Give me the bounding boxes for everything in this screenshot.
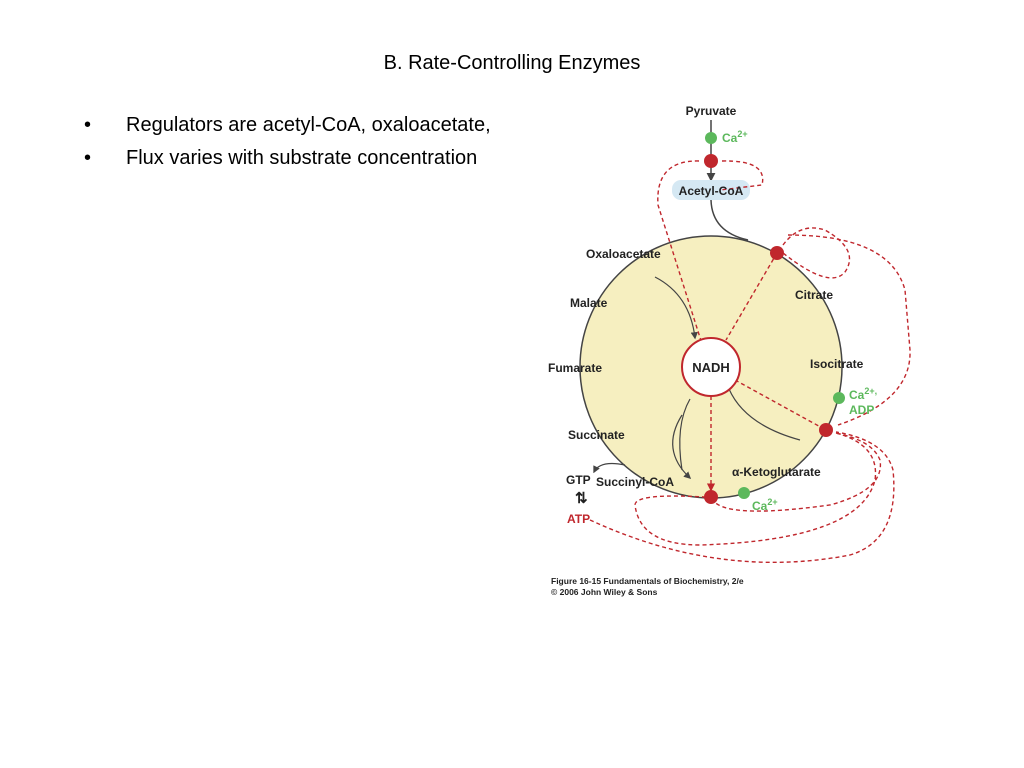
inhibition-path [634, 432, 877, 546]
pyruvate-label: Pyruvate [686, 104, 737, 118]
ca-right-sup: 2+, [864, 386, 877, 396]
inhibition-path [782, 227, 851, 279]
ca-right-base: Ca [849, 388, 865, 402]
inhibition-path [657, 160, 704, 348]
inhibition-marker [770, 246, 784, 260]
succinate-label: Succinate [568, 428, 625, 442]
figure-caption: Figure 16-15 Fundamentals of Biochemistr… [551, 576, 744, 586]
ca-bottom-base: Ca [752, 499, 768, 513]
inhibition-marker [704, 490, 718, 504]
bullet-text: Regulators are acetyl-CoA, oxaloacetate, [126, 114, 491, 136]
activation-marker [833, 392, 845, 404]
succinate-arrow [593, 462, 626, 474]
bullet-marker: • [84, 114, 92, 136]
inhibition-marker [704, 154, 718, 168]
nadh-arrow [654, 276, 698, 340]
bullet-item: • Regulators are acetyl-CoA, oxaloacetat… [84, 109, 491, 142]
activation-marker [705, 132, 717, 144]
inhibition-path [589, 431, 895, 564]
malate-label: Malate [570, 296, 608, 310]
acetyl-to-citrate-arrow [710, 199, 749, 241]
ca-top-sup: 2+ [737, 129, 747, 139]
bullet-list: • Regulators are acetyl-CoA, oxaloacetat… [84, 109, 491, 175]
inhibition-marker [819, 423, 833, 437]
succinyl-coa-label: Succinyl-CoA [596, 475, 674, 489]
adp-label: ADP [849, 403, 874, 417]
citrate-label: Citrate [795, 288, 833, 302]
inhibition-path [719, 160, 764, 191]
inhibition-path [725, 252, 778, 341]
gtp-label: GTP [566, 473, 591, 487]
inhibition-path [787, 234, 911, 426]
oxaloacetate-label: Oxaloacetate [586, 247, 661, 261]
nadh-label: NADH [692, 360, 730, 375]
ca-bottom-label: Ca2+ [752, 497, 778, 513]
ca-bottom-sup: 2+ [767, 497, 777, 507]
exchange-arrows: ⇅ [575, 490, 588, 507]
slide-title: B. Rate-Controlling Enzymes [383, 52, 641, 74]
bullet-item: • Flux varies with substrate concentrati… [84, 142, 491, 175]
ketoglutarate-label: α-Ketoglutarate [732, 465, 821, 479]
inhibition-path [711, 432, 882, 512]
bullet-text: Flux varies with substrate concentration [126, 147, 478, 169]
nadh-arrow [728, 388, 801, 441]
nadh-node [681, 337, 741, 397]
ca-top-base: Ca [722, 131, 738, 145]
nadh-arrow [672, 414, 692, 479]
acetyl-coa-label: Acetyl-CoA [679, 184, 744, 198]
inhibition-path [734, 379, 827, 431]
activation-marker [738, 487, 750, 499]
figure-copyright: © 2006 John Wiley & Sons [551, 587, 658, 597]
nadh-arrow [679, 398, 691, 471]
acetyl-coa-highlight [672, 180, 750, 200]
ca-right-label: Ca2+, [849, 386, 877, 402]
ca-top-label: Ca2+ [722, 129, 748, 145]
citric-acid-cycle-diagram: NADH Pyruvate Acetyl-CoA Oxaloacetate Ci… [548, 104, 911, 597]
bullet-marker: • [84, 147, 92, 169]
fumarate-label: Fumarate [548, 361, 602, 375]
isocitrate-label: Isocitrate [810, 357, 864, 371]
atp-label: ATP [567, 512, 590, 526]
